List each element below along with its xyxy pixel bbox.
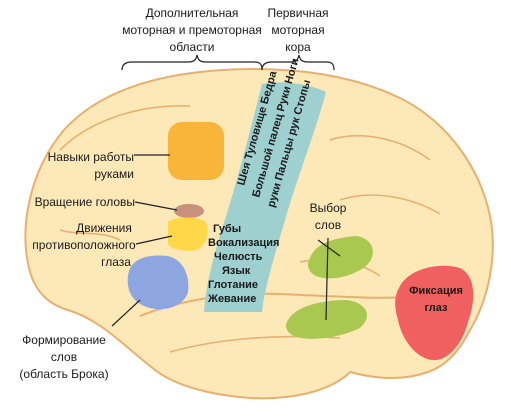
gaze-fixation-area bbox=[395, 265, 474, 361]
header-right-line2: моторная bbox=[271, 23, 324, 37]
strip-tongue: Язык bbox=[222, 265, 251, 277]
gyrus-line-4 bbox=[59, 229, 121, 241]
header-left-line2: моторная и премоторная bbox=[122, 23, 262, 37]
label-word-choice-1: Выбор bbox=[310, 201, 347, 215]
header-right-line1: Первичная bbox=[267, 6, 328, 20]
broca-area bbox=[127, 255, 189, 310]
strip-swallow: Глотание bbox=[208, 279, 258, 291]
gyrus-line-1 bbox=[59, 105, 191, 151]
head-turn-area bbox=[174, 204, 204, 218]
label-broca-2: слов bbox=[51, 350, 77, 364]
label-gaze-fix-2: глаз bbox=[424, 302, 448, 314]
label-eye-move-1: Движения bbox=[76, 221, 132, 235]
eye-movement-area bbox=[168, 217, 208, 251]
leader-broca bbox=[111, 299, 141, 327]
hand-skills-area bbox=[168, 122, 224, 180]
strip-lips: Губы bbox=[213, 223, 241, 235]
bracket-supplementary bbox=[121, 54, 263, 71]
gyrus-line-2 bbox=[329, 134, 431, 161]
label-word-choice-2: слов bbox=[315, 218, 341, 232]
leader-head-turn bbox=[134, 201, 178, 211]
label-broca-3: (область Брока) bbox=[19, 367, 108, 381]
primary-motor-strip bbox=[204, 82, 326, 312]
label-eye-move-2: противоположного bbox=[32, 238, 136, 252]
label-eye-move-3: глаза bbox=[101, 255, 131, 269]
leader-word-choice bbox=[317, 237, 341, 321]
gyrus-line-3 bbox=[339, 194, 441, 215]
bracket-primary bbox=[261, 54, 335, 71]
label-broca-1: Формирование bbox=[22, 333, 106, 347]
header-left-line3: области bbox=[170, 40, 215, 54]
header-left-line1: Дополнительная bbox=[146, 6, 239, 20]
leader-eye-move bbox=[135, 235, 173, 245]
word-choice-upper-area bbox=[308, 236, 373, 279]
label-hand-skills-1: Навыки работы bbox=[48, 150, 134, 164]
label-head-turn: Вращение головы bbox=[35, 195, 135, 209]
label-hand-skills-2: руками bbox=[94, 167, 134, 181]
strip-vocal: Вокализация bbox=[208, 237, 279, 249]
header-right-line3: кора bbox=[285, 40, 311, 54]
strip-jaw: Челюсть bbox=[214, 251, 263, 263]
strip-chew: Жевание bbox=[207, 293, 256, 305]
label-gaze-fix-1: Фиксация bbox=[409, 285, 463, 297]
